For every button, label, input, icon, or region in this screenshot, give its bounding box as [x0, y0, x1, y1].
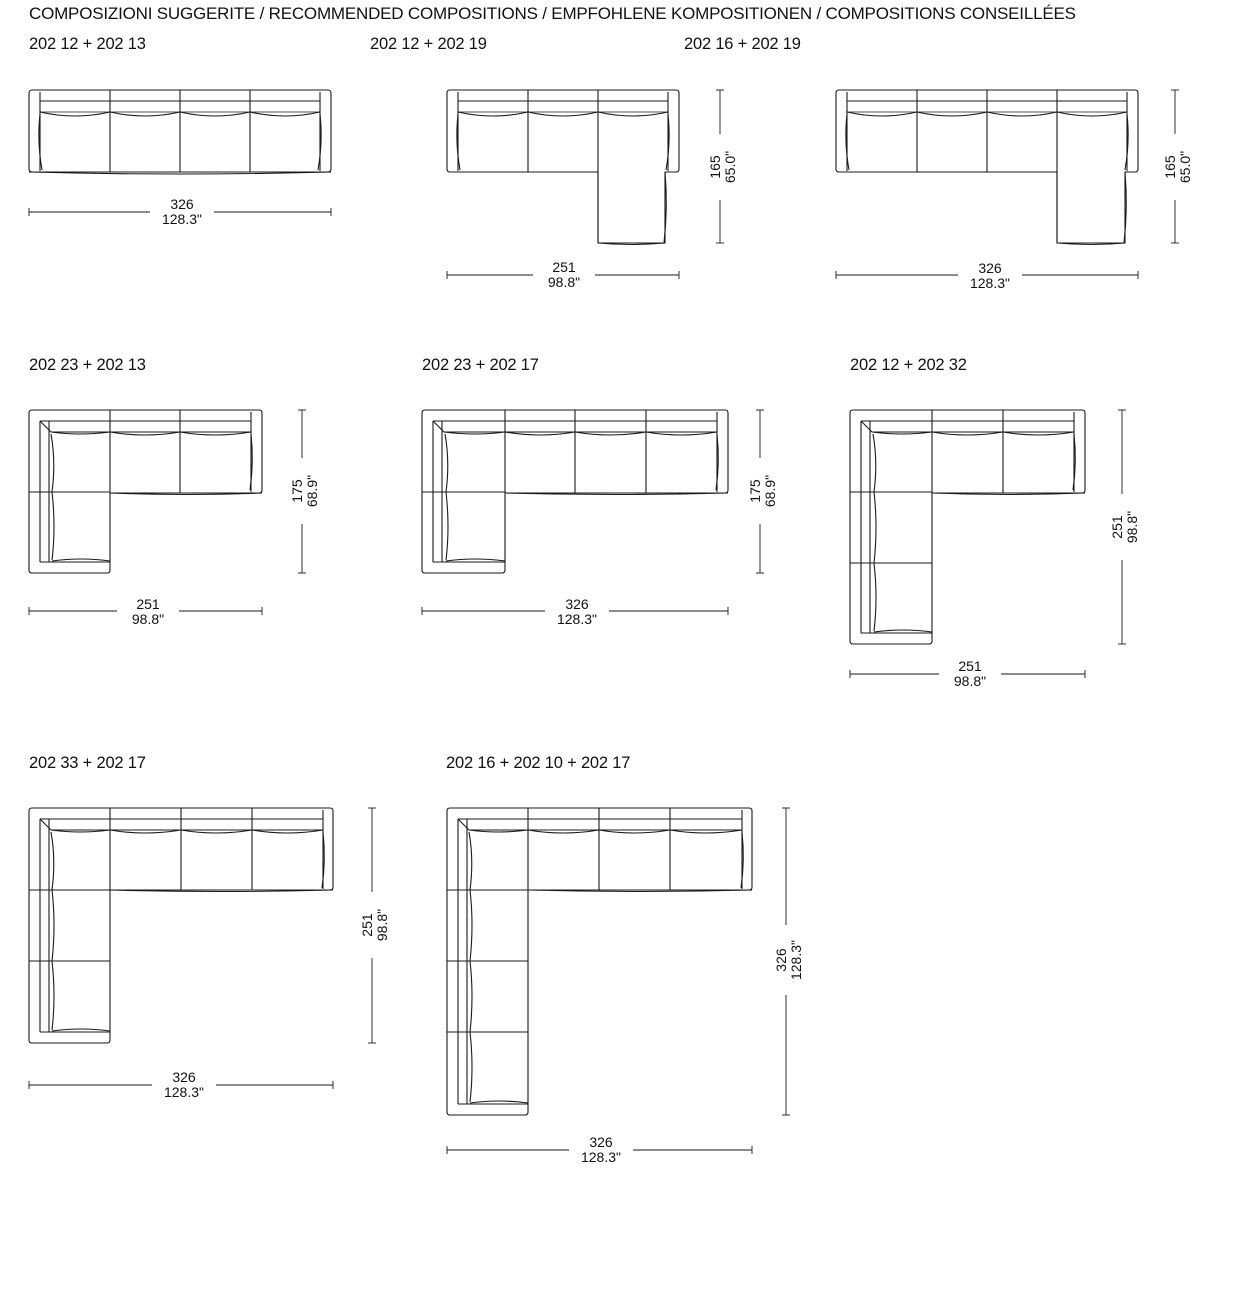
- composition-label: 202 33 + 202 17: [29, 754, 146, 772]
- width-in: 98.8": [953, 673, 987, 689]
- sofa-plan-202-23-202-17: [421, 409, 729, 574]
- depth-dimension: 251 98.8": [1109, 494, 1140, 560]
- width-in: 128.3": [556, 611, 597, 627]
- width-dimension: 326 128.3": [958, 261, 1022, 291]
- width-dimension: 326 128.3": [152, 1070, 216, 1100]
- width-cm: 326: [170, 196, 194, 212]
- width-cm: 251: [136, 596, 160, 612]
- width-dimension: 251 98.8": [117, 597, 179, 627]
- width-cm: 326: [978, 260, 1002, 276]
- width-in: 98.8": [131, 611, 165, 627]
- width-in: 98.8": [547, 274, 581, 290]
- depth-cm: 251: [359, 913, 375, 937]
- depth-dimension: 175 68.9": [289, 458, 320, 524]
- depth-in: 98.8": [1124, 510, 1140, 544]
- depth-in: 65.0": [1177, 150, 1193, 184]
- depth-cm: 165: [707, 155, 723, 179]
- width-dimension: 326 128.3": [569, 1135, 633, 1165]
- width-cm: 326: [589, 1134, 613, 1150]
- width-cm: 326: [565, 596, 589, 612]
- sofa-plan-202-33-202-17: [28, 807, 334, 1044]
- depth-in: 128.3": [788, 940, 804, 981]
- depth-cm: 326: [773, 948, 789, 972]
- width-in: 128.3": [163, 1084, 204, 1100]
- depth-in: 65.0": [722, 150, 738, 184]
- composition-label: 202 16 + 202 10 + 202 17: [446, 754, 631, 772]
- width-dimension: 326 128.3": [545, 597, 609, 627]
- depth-dimension: 165 65.0": [707, 134, 738, 200]
- width-in: 128.3": [580, 1149, 621, 1165]
- width-dimension: 251 98.8": [939, 659, 1001, 689]
- composition-label: 202 23 + 202 17: [422, 356, 539, 374]
- depth-dimension: 175 68.9": [747, 458, 778, 524]
- depth-dimension: 165 65.0": [1162, 134, 1193, 200]
- sofa-plan-202-16-202-19: [835, 89, 1139, 246]
- page-title: COMPOSIZIONI SUGGERITE / RECOMMENDED COM…: [29, 4, 1076, 23]
- width-cm: 251: [552, 259, 576, 275]
- depth-cm: 175: [289, 479, 305, 503]
- composition-label: 202 12 + 202 19: [370, 35, 487, 53]
- depth-cm: 251: [1109, 515, 1125, 539]
- sofa-plan-202-12-202-19: [446, 89, 680, 246]
- depth-in: 68.9": [304, 474, 320, 508]
- composition-label: 202 12 + 202 32: [850, 356, 967, 374]
- depth-cm: 175: [747, 479, 763, 503]
- depth-dimension: 326 128.3": [773, 925, 804, 995]
- depth-dimension: 251 98.8": [359, 892, 390, 958]
- composition-label: 202 23 + 202 13: [29, 356, 146, 374]
- depth-in: 98.8": [374, 908, 390, 942]
- width-in: 128.3": [161, 211, 202, 227]
- depth-cm: 165: [1162, 155, 1178, 179]
- width-in: 128.3": [969, 275, 1010, 291]
- composition-label: 202 16 + 202 19: [684, 35, 801, 53]
- width-cm: 251: [958, 658, 982, 674]
- composition-label: 202 12 + 202 13: [29, 35, 146, 53]
- width-dimension: 326 128.3": [150, 197, 214, 227]
- sofa-plan-202-23-202-13: [28, 409, 263, 574]
- depth-in: 68.9": [762, 474, 778, 508]
- sofa-plan-202-12-202-32: [849, 409, 1086, 645]
- sofa-plan-202-12-202-13: [28, 89, 332, 175]
- width-dimension: 251 98.8": [533, 260, 595, 290]
- sofa-plan-202-16-202-10-202-17: [446, 807, 753, 1116]
- width-cm: 326: [172, 1069, 196, 1085]
